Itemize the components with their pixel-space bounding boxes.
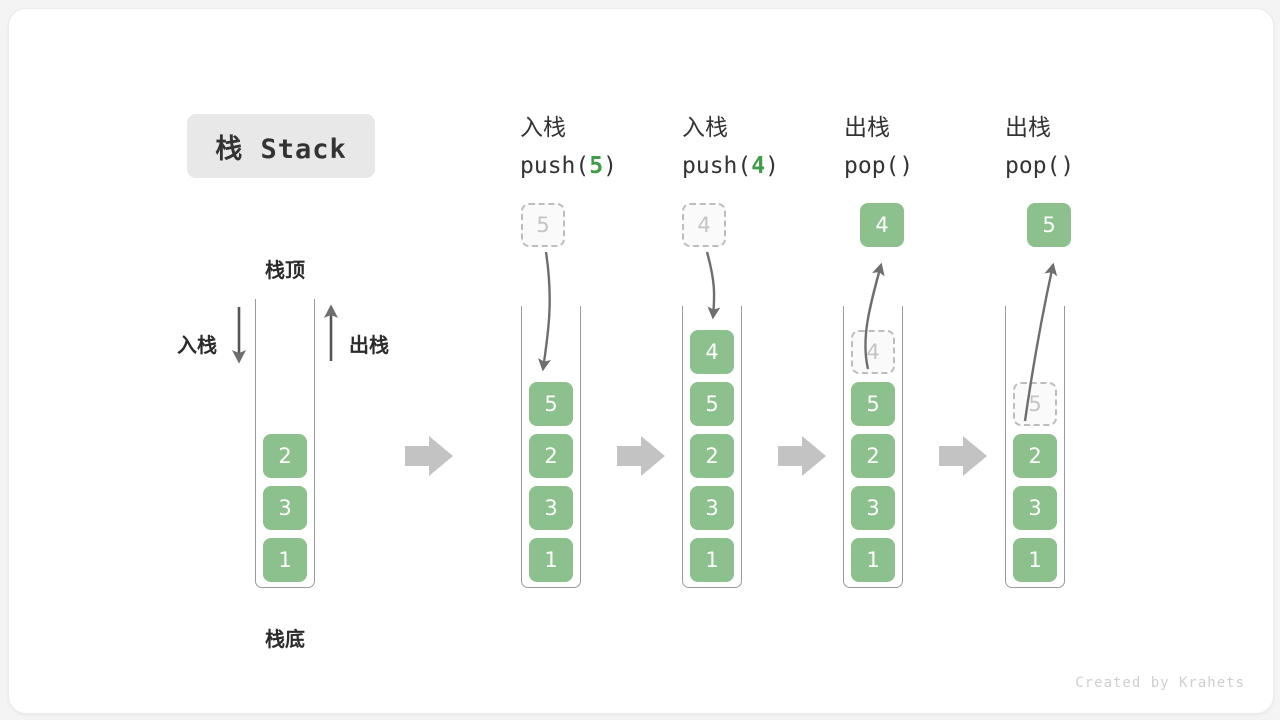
stack-cell: 1 [690,538,734,582]
code-prefix: pop( [844,153,900,179]
code-suffix: ) [1060,153,1075,179]
stack-cell: 5 [851,382,895,426]
stack-cell: 1 [1013,538,1057,582]
step-caption-code: pop() [844,147,1044,185]
stack-cell: 2 [529,434,573,478]
step-caption-pop-4: 出栈 pop() [844,109,1044,185]
step-caption-cn: 出栈 [1005,115,1051,141]
stack-tube-push-4 [682,306,742,588]
code-arg: 5 [589,153,604,179]
popped-element-4: 4 [860,203,904,247]
stack-cell: 1 [851,538,895,582]
step-caption-code: pop() [1005,147,1205,185]
step-caption-cn: 入栈 [520,115,566,141]
step-caption-push-5: 入栈 push(5) [520,109,720,185]
stack-tube-pop-4 [843,306,903,588]
code-suffix: ) [603,153,617,179]
code-prefix: pop( [1005,153,1061,179]
stack-bottom-label: 栈底 [265,627,305,651]
popped-element-5: 5 [1027,203,1071,247]
stack-tube-push-5 [521,306,581,588]
step-caption-code: push(4) [682,147,882,185]
stack-cell: 2 [263,434,307,478]
stack-cell: 2 [1013,434,1057,478]
step-caption-cn: 入栈 [682,115,728,141]
stack-cell: 4 [690,330,734,374]
stack-cell: 2 [690,434,734,478]
stack-cell: 3 [529,486,573,530]
diagram-card: 栈 Stack 栈顶 入栈 出栈 栈底 2 3 1 入栈 push(5) 5 5… [8,8,1274,714]
incoming-element-5: 5 [521,203,565,247]
incoming-element-4: 4 [682,203,726,247]
stack-cell: 3 [851,486,895,530]
stack-cell: 3 [263,486,307,530]
flow-arrow-icon [405,436,453,476]
stack-cell: 3 [690,486,734,530]
stack-cell: 3 [1013,486,1057,530]
flow-arrow-icon [939,436,987,476]
diagram-stage: 栈 Stack 栈顶 入栈 出栈 栈底 2 3 1 入栈 push(5) 5 5… [9,9,1273,713]
diagram-title-chip: 栈 Stack [187,114,375,178]
code-suffix: ) [765,153,779,179]
code-prefix: push( [520,153,590,179]
stack-cell: 1 [263,538,307,582]
flow-arrow-icon [778,436,826,476]
step-caption-cn: 出栈 [844,115,890,141]
push-direction-label: 入栈 [177,333,217,357]
code-arg: 4 [751,153,766,179]
vacated-slot-4: 4 [851,330,895,374]
stack-cell: 1 [529,538,573,582]
step-caption-pop-5: 出栈 pop() [1005,109,1205,185]
stack-tube-pop-5 [1005,306,1065,588]
step-caption-push-4: 入栈 push(4) [682,109,882,185]
vacated-slot-5: 5 [1013,382,1057,426]
stack-cell: 5 [529,382,573,426]
flow-arrow-icon [617,436,665,476]
code-suffix: ) [899,153,914,179]
step-caption-code: push(5) [520,147,720,185]
stack-cell: 5 [690,382,734,426]
code-prefix: push( [682,153,752,179]
stack-cell: 2 [851,434,895,478]
pop-direction-label: 出栈 [349,333,389,357]
stack-tube-initial [255,299,315,588]
credit-text: Created by Krahets [1075,675,1245,691]
stack-top-label: 栈顶 [265,258,305,282]
